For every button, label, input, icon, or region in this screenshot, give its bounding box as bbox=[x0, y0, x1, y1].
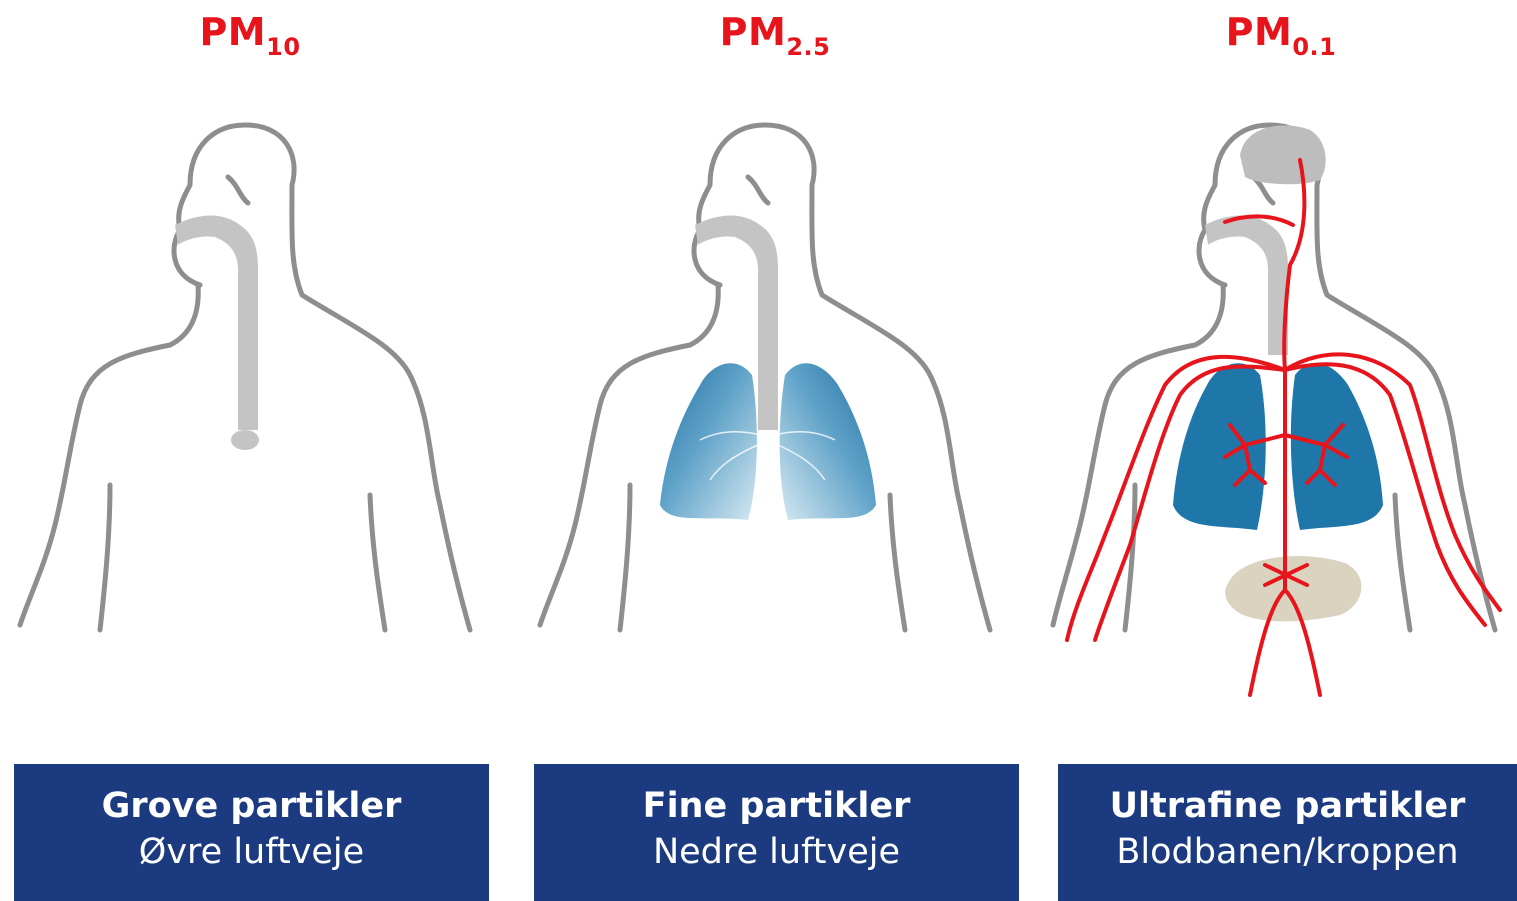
title-subscript: 2.5 bbox=[786, 33, 830, 61]
panel-title: PM0.1 bbox=[1045, 10, 1517, 61]
body-outline bbox=[1053, 125, 1495, 630]
label-title: Fine partikler bbox=[534, 786, 1019, 826]
panel-pm25: PM2.5 bbox=[520, 0, 1030, 901]
title-main: PM bbox=[720, 10, 787, 54]
label-title: Ultrafine partikler bbox=[1058, 786, 1517, 826]
label-subtitle: Blodbanen/kroppen bbox=[1058, 832, 1517, 872]
brain bbox=[1240, 125, 1326, 184]
title-main: PM bbox=[1226, 10, 1293, 54]
title-subscript: 10 bbox=[266, 33, 300, 61]
right-lung bbox=[780, 363, 876, 520]
label-subtitle: Nedre luftveje bbox=[534, 832, 1019, 872]
left-lung bbox=[660, 363, 757, 520]
label-subtitle: Øvre luftveje bbox=[14, 832, 489, 872]
label-box: Grove partikler Øvre luftveje bbox=[14, 764, 489, 901]
body-figure-bloodstream bbox=[1045, 85, 1517, 725]
panel-title: PM10 bbox=[0, 10, 500, 61]
label-box: Fine partikler Nedre luftveje bbox=[534, 764, 1019, 901]
panel-title: PM2.5 bbox=[520, 10, 1030, 61]
title-subscript: 0.1 bbox=[1292, 33, 1336, 61]
panel-pm10: PM10 Grove partikler Øvre luftveje bbox=[0, 0, 500, 901]
body-figure-upper-airways bbox=[0, 85, 500, 725]
right-lung bbox=[1291, 363, 1383, 530]
stomach bbox=[1225, 556, 1361, 621]
label-box: Ultrafine partikler Blodbanen/kroppen bbox=[1058, 764, 1517, 901]
body-figure-lower-airways bbox=[520, 85, 1030, 725]
label-title: Grove partikler bbox=[14, 786, 489, 826]
lungs bbox=[1173, 363, 1383, 530]
airway bbox=[1205, 216, 1288, 355]
panel-pm01: PM0.1 bbox=[1045, 0, 1517, 901]
title-main: PM bbox=[199, 10, 266, 54]
